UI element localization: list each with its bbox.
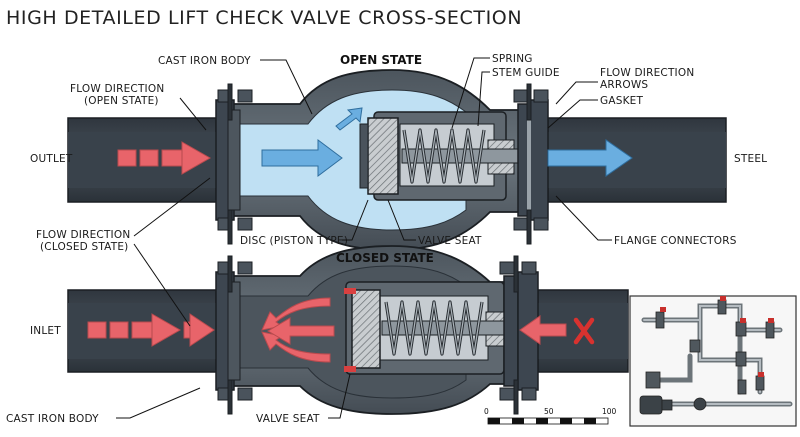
flow-arrow-blue-inside [261, 139, 343, 177]
label-steel: STEEL [734, 153, 767, 165]
flow-arrow-deflect-up [261, 297, 331, 331]
label-open-state: OPEN STATE [340, 53, 422, 67]
flow-arrow-blue-out [547, 139, 633, 177]
label-disc: DISC (PISTON TYPE) [240, 235, 348, 247]
label-flange-connectors: FLANGE CONNECTORS [614, 235, 737, 247]
disc-closed [351, 289, 381, 369]
inset-piping-diagram [629, 295, 797, 427]
label-group: CAST IRON BODY OPEN STATE FLOW DIRECTION… [6, 53, 767, 425]
disc-piston [367, 117, 399, 195]
label-outlet: OUTLET [30, 153, 73, 165]
flow-arrow-reverse [519, 315, 567, 345]
label-flow-closed-2: (CLOSED STATE) [40, 241, 128, 253]
valve-seat-top-mark [344, 288, 356, 294]
flange-left-open [215, 99, 241, 221]
label-spring: SPRING [492, 53, 533, 65]
label-closed-state: CLOSED STATE [336, 251, 434, 265]
diagram-title: HIGH DETAILED LIFT CHECK VALVE CROSS-SEC… [6, 7, 522, 29]
valve-seat-bottom-mark [344, 366, 356, 372]
label-inlet: INLET [30, 325, 61, 337]
stem-closed [381, 320, 521, 336]
label-flow-open-2: (OPEN STATE) [84, 95, 159, 107]
label-cast-iron-body-bottom: CAST IRON BODY [6, 413, 99, 425]
scale-bar: 0 50 100 [484, 407, 617, 425]
flow-arrow-red-inlet [87, 313, 215, 347]
label-flow-arrows-1: FLOW DIRECTION [600, 67, 694, 79]
flow-arrow-blue-up [335, 107, 363, 131]
gasket-open [527, 110, 531, 210]
scale-tick-50: 50 [544, 407, 554, 416]
label-cast-iron-body-top: CAST IRON BODY [158, 55, 251, 67]
label-valve-seat-bottom: VALVE SEAT [256, 413, 320, 425]
flow-arrow-red-open [117, 141, 212, 175]
label-flow-open-1: FLOW DIRECTION [70, 83, 164, 95]
scale-tick-100: 100 [602, 407, 617, 416]
flow-arrow-deflect-down [261, 331, 331, 363]
flange-right-open [517, 99, 549, 221]
scale-tick-0: 0 [484, 407, 489, 416]
label-flow-arrows-2: ARROWS [600, 79, 648, 91]
stop-x-icon [573, 317, 595, 345]
bolt-icon [217, 83, 549, 245]
label-gasket: GASKET [600, 95, 644, 107]
label-valve-seat-top: VALVE SEAT [418, 235, 482, 247]
closed-valve [67, 245, 629, 415]
flow-arrow-deflect-mid [267, 317, 335, 345]
open-valve [67, 69, 727, 251]
label-flow-closed-1: FLOW DIRECTION [36, 229, 130, 241]
label-stem-guide: STEM GUIDE [492, 67, 560, 79]
bolt-icon [217, 255, 537, 415]
